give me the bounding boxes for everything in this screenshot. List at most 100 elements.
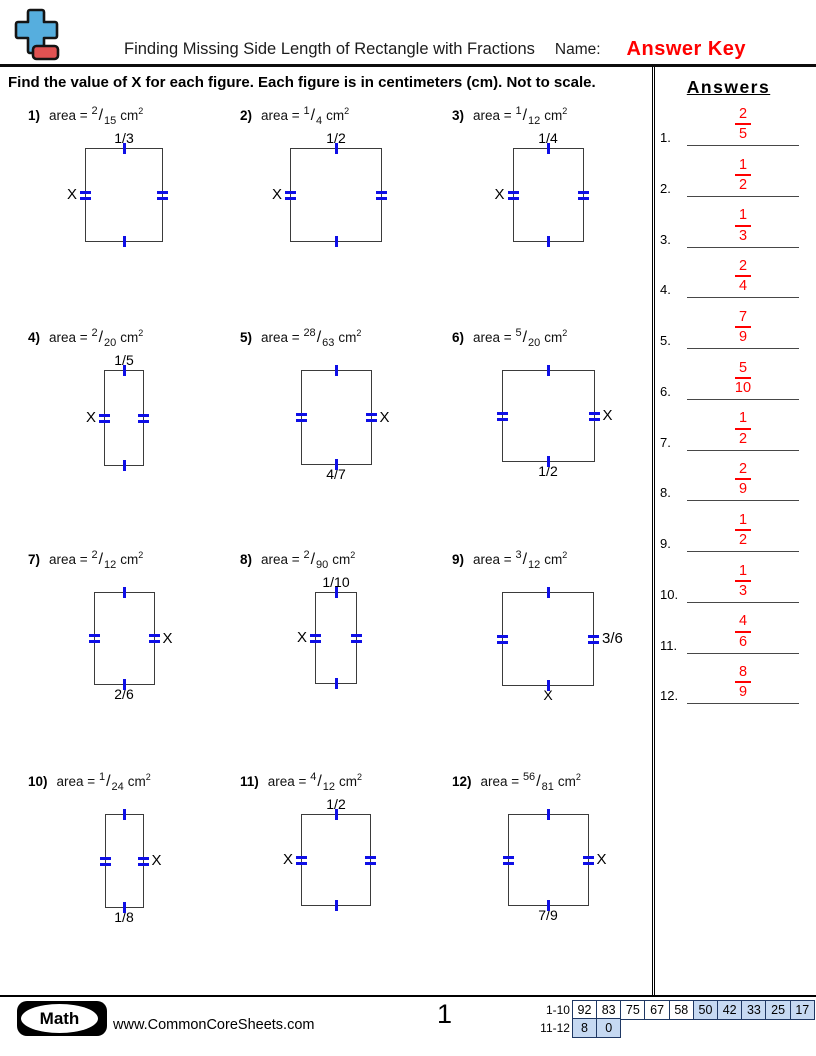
answer-row: 1. 2 5 [655,106,816,147]
answer-fraction: 4 6 [734,613,752,650]
answer-row: 3. 1 3 [655,207,816,248]
left-side-label: X [271,186,282,203]
rectangle [99,809,149,913]
answer-fraction-denominator: 2 [738,176,748,193]
tick-bottom [334,900,338,911]
tick-top [546,365,550,376]
double-tick-right [588,634,599,644]
tick-top [334,587,338,598]
score-row-label: 1-10 [545,1002,570,1017]
answer-fraction-numerator: 1 [734,512,752,532]
answer-fraction-numerator: 4 [734,613,752,633]
area-denominator: 15 [104,115,117,127]
score-row-1-10: 1-10 92 83 75 67 58 50 42 33 25 17 [526,1000,815,1020]
rectangle [496,365,600,467]
answer-row: 10. 1 3 [655,563,816,603]
answer-number: 1. [660,130,671,146]
double-tick-left [295,413,307,422]
answer-row: 7. 1 2 [655,410,816,451]
right-side-label: X [596,851,607,868]
left-side-label: X [66,186,77,203]
double-tick-right [365,855,376,865]
answer-row: 2. 1 2 [655,157,816,197]
answer-fraction-denominator: 4 [738,278,748,295]
area-unit: cm2 [339,772,363,789]
answers-list: 1. 2 5 2. 1 2 3. 1 3 4. 2 [655,106,816,705]
fraction-slash: / [316,329,322,346]
answer-number: 9. [660,536,671,552]
answer-number: 8. [660,485,671,501]
answer-number: 6. [660,383,671,399]
answer-key-label: Answer Key [626,38,747,60]
right-side-label: X [379,408,390,426]
problem-number: 11) [240,774,259,789]
tick-top [122,809,126,820]
fraction-slash: / [106,773,111,790]
tick-bottom [334,678,338,689]
double-tick-left [310,633,321,643]
fraction-slash: / [310,107,316,124]
tick-bottom [334,459,338,470]
score-table: 1-10 92 83 75 67 58 50 42 33 25 17 11-12… [526,1000,815,1038]
math-logo: Math [17,1001,107,1036]
rectangle-figure: X 2/6 [36,573,212,704]
answer-blank-line: 1 2 [687,157,799,197]
area-prefix: area = [261,552,300,567]
problem-number: 12) [452,774,472,789]
area-denominator: 12 [528,559,541,571]
double-tick-left [99,856,111,866]
top-side-label: 1/2 [326,130,346,146]
left-side-label: X [282,851,293,868]
area-prefix: area = [49,330,88,345]
area-prefix: area = [261,330,300,345]
answer-row: 8. 2 9 [655,461,816,502]
area-denominator: 4 [316,115,323,127]
answer-blank-line: 1 3 [687,207,799,248]
rectangle [296,809,376,911]
score-cell: 58 [668,1000,694,1020]
answers-title: Answers [686,77,771,97]
answer-fraction: 1 2 [734,157,752,193]
area-unit: cm2 [544,328,568,345]
area-denominator: 20 [528,337,541,349]
answer-blank-line: 2 9 [687,461,799,502]
double-tick-left [496,411,508,421]
top-side-label: 1/4 [538,130,558,146]
area-numerator: 5 [515,327,522,339]
double-tick-left [99,413,110,423]
area-unit: cm2 [544,550,568,567]
answer-blank-line: 7 9 [687,309,799,350]
tick-bottom [122,679,126,690]
problem-number: 9) [452,552,465,567]
area-unit: cm2 [557,772,581,789]
right-side-label: X [151,852,162,869]
score-cell: 92 [571,1000,598,1020]
left-side-label: X [85,409,96,426]
answer-row: 12. 8 9 [655,664,816,705]
answer-fraction-denominator: 9 [738,684,748,701]
commoncoresheets-plus-minus-icon [14,8,60,61]
tick-bottom [546,456,550,467]
area-prefix: area = [480,774,520,789]
area-denominator: 12 [322,781,336,793]
area-numerator: 1 [303,105,310,117]
area-numerator: 3 [515,549,522,561]
score-cell: 33 [741,1000,767,1020]
double-tick-left [507,190,519,200]
rectangle-figure: 1/4 X [460,129,636,261]
answer-fraction-numerator: 1 [734,563,752,582]
rectangle-figure: X 4/7 [248,351,424,484]
header-divider [0,64,816,67]
area-numerator: 2 [303,549,310,561]
tick-top [122,143,126,154]
